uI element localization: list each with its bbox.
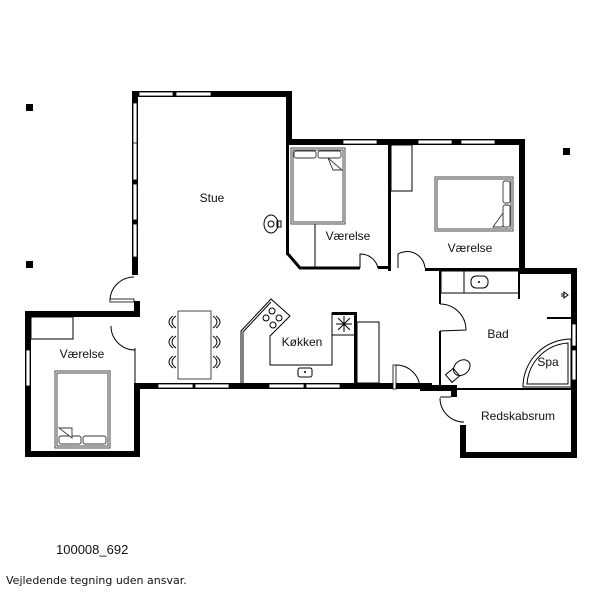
fireplace-icon <box>263 214 282 234</box>
post-marker <box>26 104 33 111</box>
bedrooms-top-wall <box>286 139 525 271</box>
post-marker <box>563 148 570 155</box>
room-label-stue: Stue <box>200 191 225 205</box>
washbasin-icon <box>470 275 489 289</box>
room-label-spa: Spa <box>537 355 559 369</box>
room-label-vaerelse-3: Værelse <box>60 347 105 361</box>
bed <box>54 370 111 449</box>
room-label-vaerelse-2: Værelse <box>448 241 493 255</box>
stue-walls <box>132 91 292 275</box>
extractor-fan-icon <box>336 316 352 332</box>
door-swing[interactable] <box>439 397 465 423</box>
toilet-icon <box>444 359 471 384</box>
dining-table <box>168 310 221 380</box>
door-swing[interactable] <box>109 276 135 302</box>
bathroom-walls <box>420 268 577 458</box>
room-label-bad: Bad <box>487 327 508 341</box>
door-swing[interactable] <box>397 251 426 269</box>
bed <box>434 176 514 232</box>
stove-icon <box>262 307 283 329</box>
plan-id: 100008_692 <box>56 542 129 557</box>
kitchen <box>240 298 380 385</box>
spa-tub <box>522 338 572 388</box>
door-swing[interactable] <box>395 364 421 390</box>
left-bedroom-walls <box>25 301 140 457</box>
bed <box>290 147 346 225</box>
room-label-vaerelse-1: Værelse <box>326 229 371 243</box>
sink-icon <box>297 367 313 378</box>
south-wall <box>134 364 432 390</box>
vent-icon <box>561 291 569 299</box>
door-swing[interactable] <box>359 253 379 269</box>
door-swing[interactable] <box>439 303 467 332</box>
disclaimer: Vejledende tegning uden ansvar. <box>6 574 187 587</box>
chair-icon <box>168 315 221 369</box>
door-swing[interactable] <box>110 325 136 351</box>
room-label-kokken: Køkken <box>282 335 323 349</box>
post-marker <box>26 261 33 268</box>
room-label-redskabsrum: Redskabsrum <box>481 409 555 423</box>
